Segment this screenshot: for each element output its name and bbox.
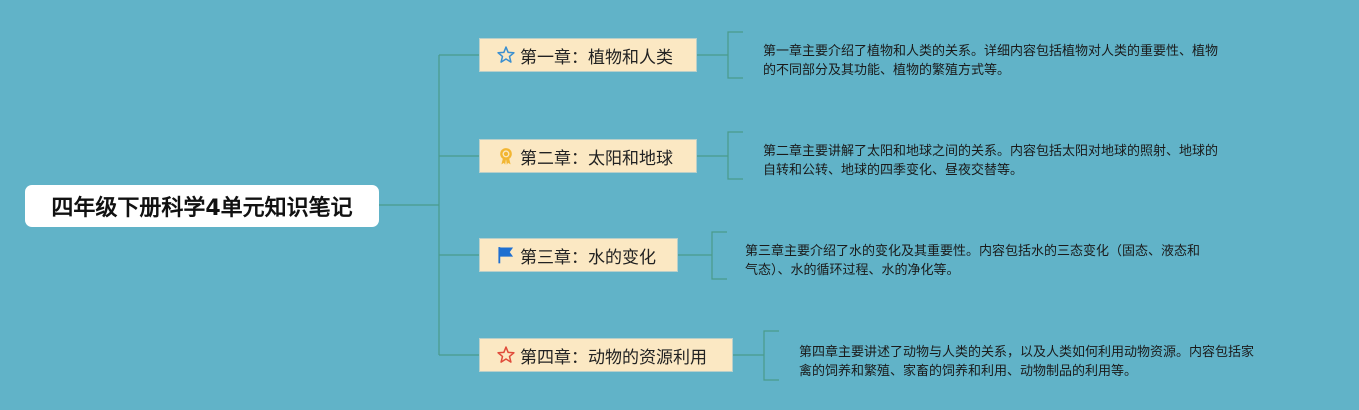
description-line: 第一章主要介绍了植物和人类的关系。详细内容包括植物对人类的重要性、植物 [763, 44, 1219, 59]
chapter-node-3[interactable]: 第三章：水的变化 [479, 238, 678, 272]
description-line: 禽的饲养和繁殖、家畜的饲养和利用、动物制品的利用等。 [799, 364, 1138, 379]
chapter-description-4: 第四章主要讲述了动物与人类的关系，以及人类如何利用动物资源。内容包括家 禽的饲养… [799, 343, 1254, 381]
star-outline-icon [496, 45, 516, 65]
desc-bracket-4 [733, 330, 779, 381]
chapter-description-3: 第三章主要介绍了水的变化及其重要性。内容包括水的三态变化（固态、液态和 气态）、… [745, 242, 1200, 280]
chapter-title-2: 第二章：太阳和地球 [520, 148, 673, 169]
blue-flag-icon [496, 245, 516, 265]
chapter-node-2[interactable]: 第二章：太阳和地球 [479, 139, 697, 173]
medal-ribbon-icon [496, 146, 516, 166]
chapter-description-2: 第二章主要讲解了太阳和地球之间的关系。内容包括太阳对地球的照射、地球的 自转和公… [763, 142, 1218, 180]
chapter-node-1[interactable]: 第一章：植物和人类 [479, 38, 697, 72]
description-line: 第三章主要介绍了水的变化及其重要性。内容包括水的三态变化（固态、液态和 [745, 244, 1201, 259]
chapter-title-3: 第三章：水的变化 [520, 247, 656, 268]
root-topic-label: 四年级下册科学4单元知识笔记 [51, 196, 353, 221]
chapter-title-4: 第四章：动物的资源利用 [520, 347, 707, 368]
desc-bracket-1 [697, 31, 743, 79]
description-line: 第四章主要讲述了动物与人类的关系，以及人类如何利用动物资源。内容包括家 [799, 345, 1255, 360]
desc-bracket-3 [678, 231, 727, 280]
description-line: 气态）、水的循环过程、水的净化等。 [745, 263, 960, 278]
chapter-node-4[interactable]: 第四章：动物的资源利用 [479, 338, 733, 372]
description-line: 第二章主要讲解了太阳和地球之间的关系。内容包括太阳对地球的照射、地球的 [763, 144, 1219, 159]
desc-bracket-2 [697, 131, 743, 180]
description-line: 自转和公转、地球的四季变化、昼夜交替等。 [763, 163, 1024, 178]
red-star-outline-icon [496, 345, 516, 365]
chapter-description-1: 第一章主要介绍了植物和人类的关系。详细内容包括植物对人类的重要性、植物 的不同部… [763, 42, 1218, 80]
description-line: 的不同部分及其功能、植物的繁殖方式等。 [763, 63, 1011, 78]
root-topic[interactable]: 四年级下册科学4单元知识笔记 [25, 185, 379, 227]
chapter-title-1: 第一章：植物和人类 [520, 47, 673, 68]
